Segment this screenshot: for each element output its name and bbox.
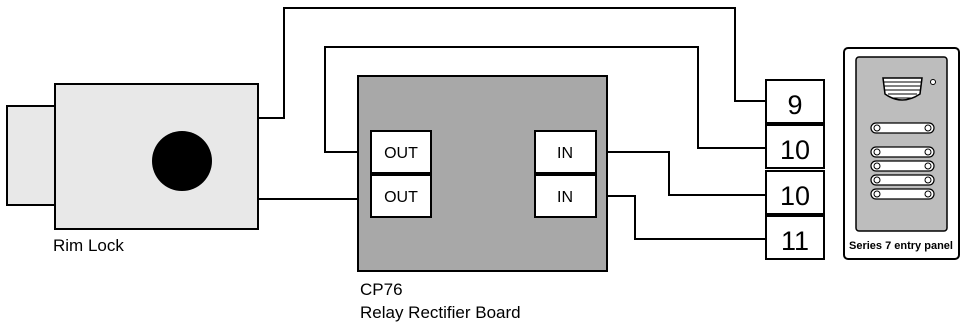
relay-in-label-1: IN (557, 145, 573, 162)
call-button-1 (870, 122, 935, 134)
entry-panel-label: Series 7 entry panel (849, 240, 953, 252)
entry-panel: Series 7 entry panel (843, 47, 960, 260)
relay-in-terminal-1 (534, 130, 597, 174)
terminal-10a (765, 124, 825, 169)
terminal-10b (765, 170, 825, 215)
relay-out-label-1: OUT (384, 145, 418, 162)
terminal-9 (765, 79, 825, 124)
wire-lock-to-terminal-9 (258, 7, 766, 119)
relay-out-terminal-2 (370, 174, 432, 218)
terminal-9-label: 9 (787, 90, 802, 120)
wires (258, 7, 766, 240)
relay-out-terminal-1 (370, 130, 432, 174)
terminal-10a-label: 10 (780, 135, 810, 165)
wire-out1-to-terminal-10a (324, 46, 766, 153)
rim-lock-keeper (6, 105, 57, 206)
relay-board: OUT OUT IN IN CP76 Relay Rectifier Board (357, 75, 608, 322)
call-button-2 (870, 146, 935, 158)
call-button-5 (870, 188, 935, 200)
terminal-11 (765, 215, 825, 260)
entry-panel-face (855, 56, 948, 232)
relay-board-name: Relay Rectifier Board (360, 303, 521, 322)
wire-in1-to-terminal-10b (596, 151, 766, 196)
relay-out-label-2: OUT (384, 189, 418, 206)
call-button-3 (870, 160, 935, 172)
relay-in-terminal-2 (534, 174, 597, 218)
rim-lock: Rim Lock (6, 83, 259, 255)
rim-lock-label: Rim Lock (53, 236, 124, 255)
rim-lock-cylinder-icon (152, 131, 212, 191)
speaker-grille-icon (882, 77, 923, 101)
relay-board-model: CP76 (360, 280, 403, 299)
call-button-4 (870, 174, 935, 186)
terminal-10b-label: 10 (780, 181, 810, 211)
call-buttons (870, 122, 935, 200)
wire-in2-to-terminal-11 (596, 195, 766, 240)
camera-lens-icon (930, 79, 936, 85)
terminal-block: 9 10 10 11 (765, 79, 825, 260)
relay-in-label-2: IN (557, 189, 573, 206)
terminal-11-label: 11 (781, 226, 809, 256)
